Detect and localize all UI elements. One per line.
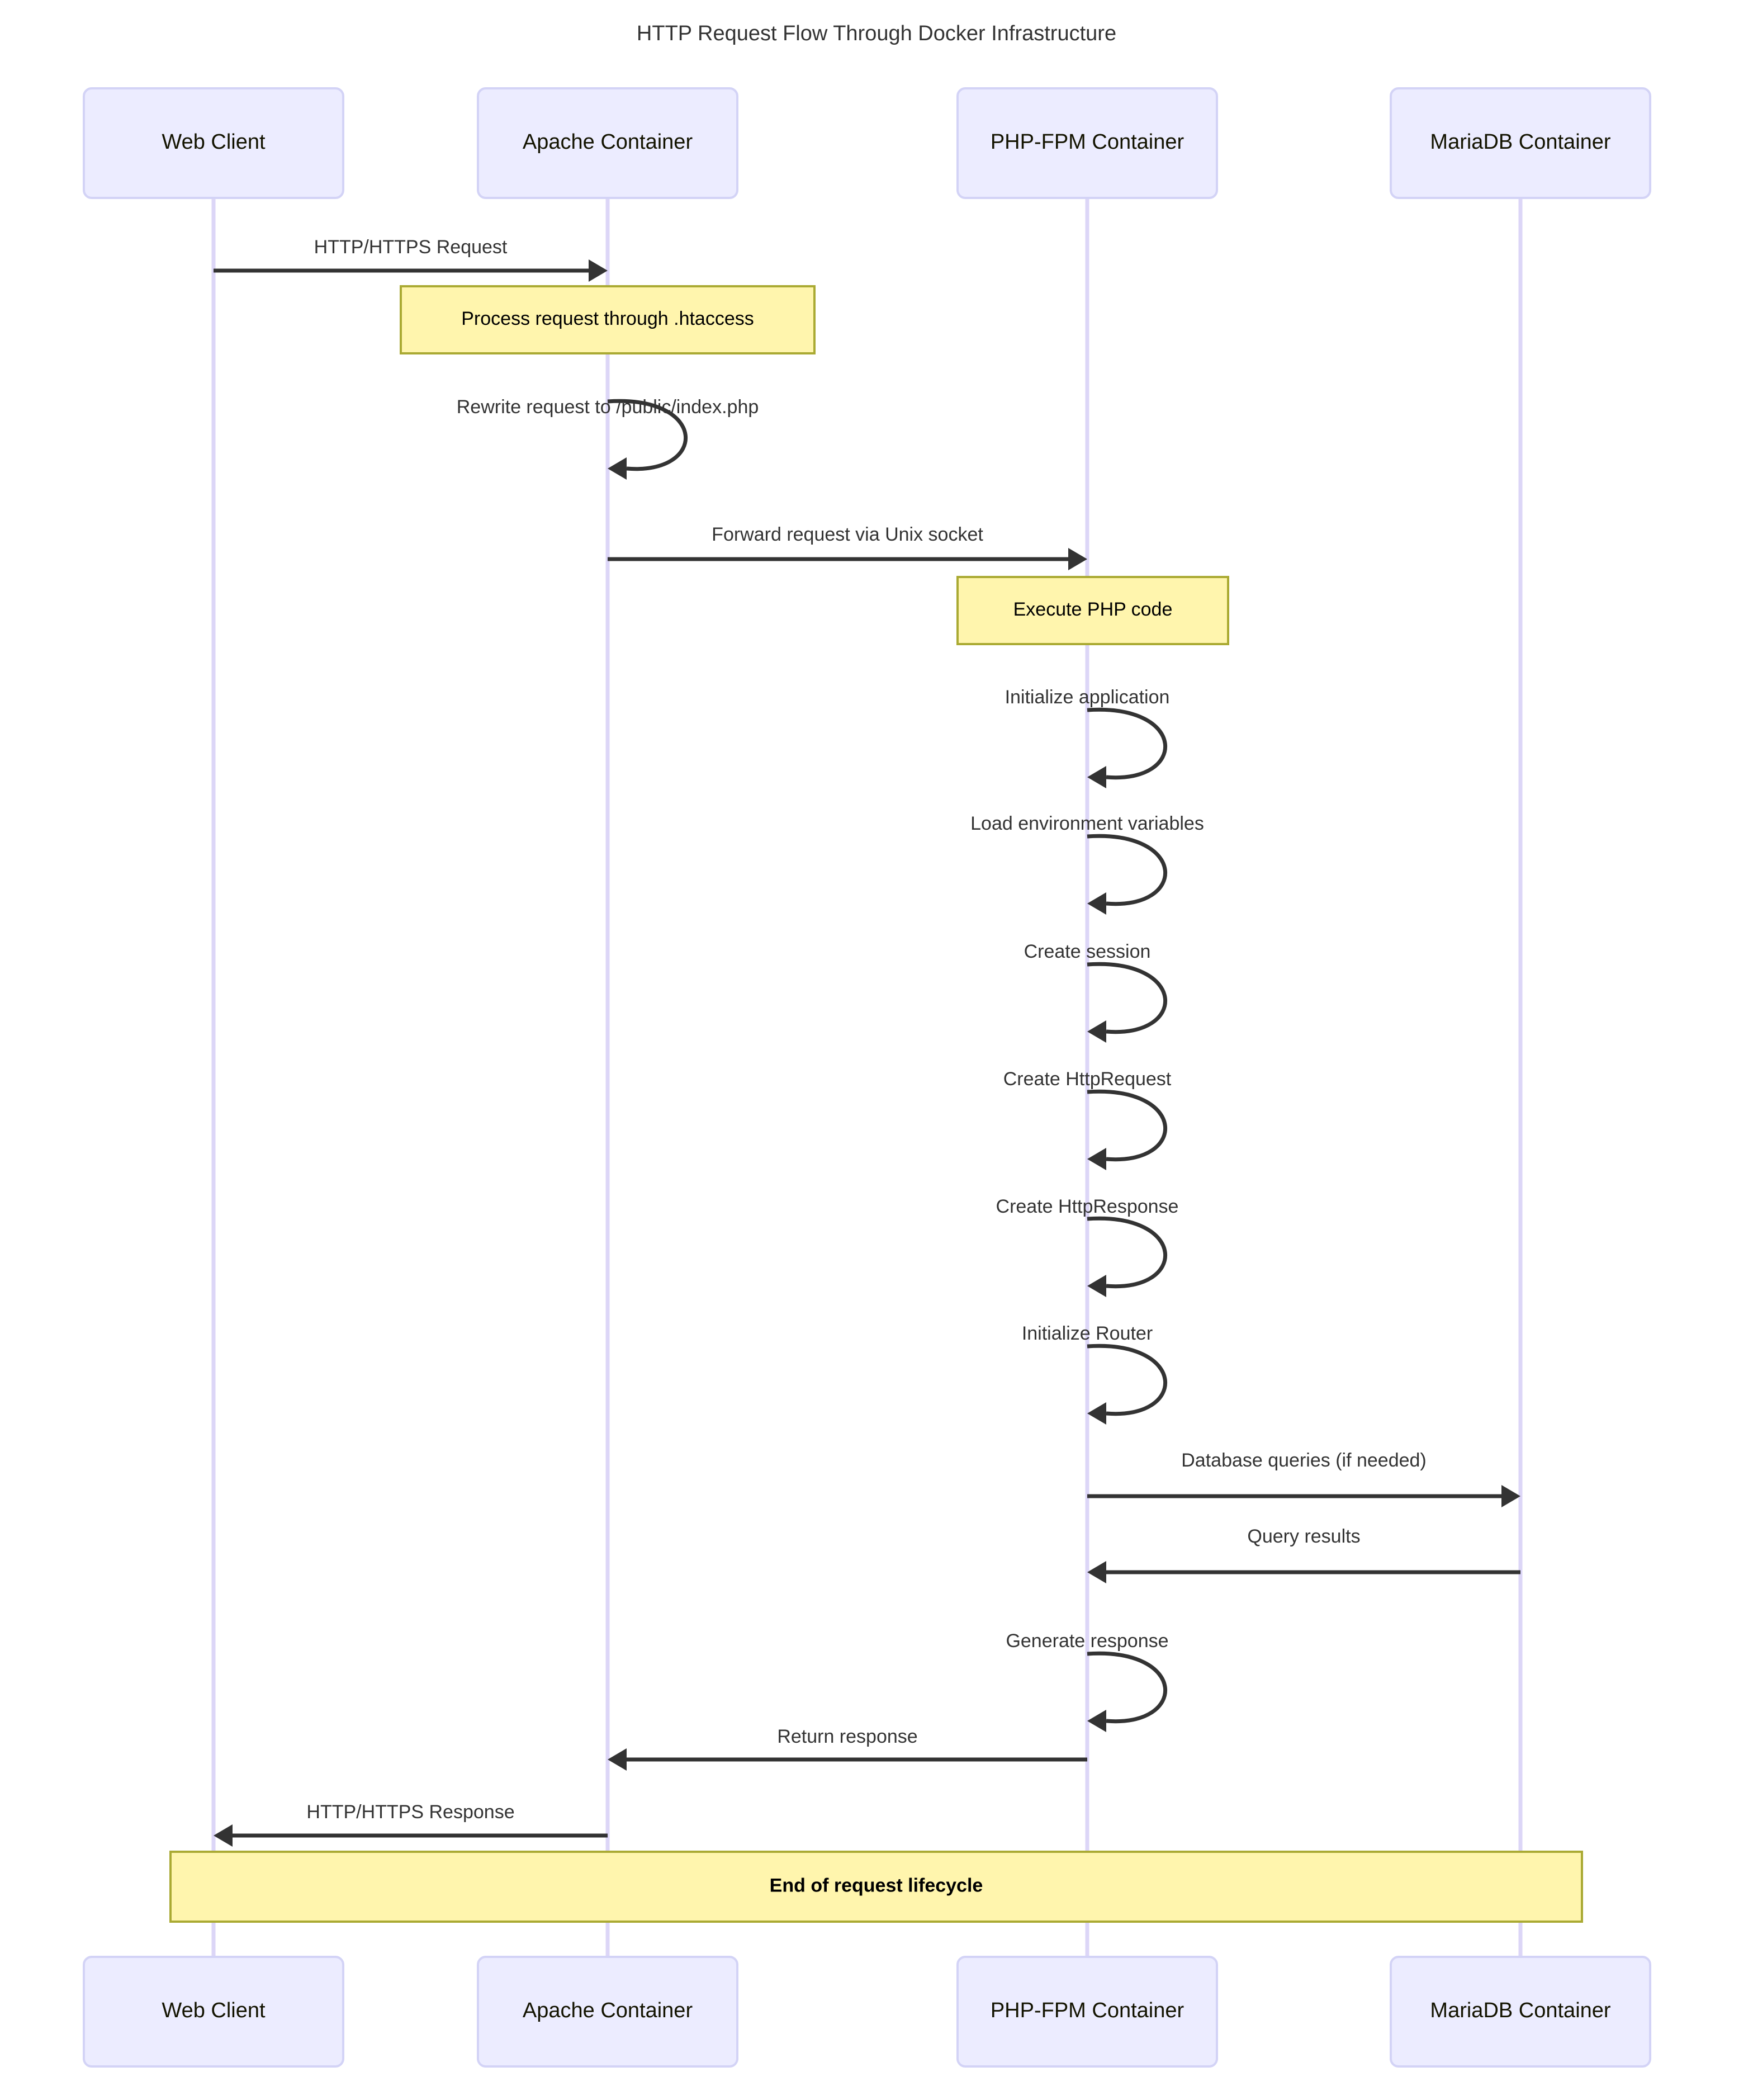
message-label: Forward request via Unix socket xyxy=(712,524,983,545)
self-loop-arrowhead xyxy=(1087,1275,1106,1297)
self-loop-arrowhead xyxy=(1087,1402,1106,1425)
note-box xyxy=(956,576,1229,645)
participant-label: Web Client xyxy=(162,130,266,154)
message-arrowhead xyxy=(214,1824,233,1847)
lifelines-layer xyxy=(211,198,1523,1957)
participant-label: MariaDB Container xyxy=(1430,1999,1610,2022)
self-message-label: Initialize Router xyxy=(1022,1323,1153,1344)
self-message-php: Create HttpRequest xyxy=(1003,1068,1172,1170)
participant-box[interactable] xyxy=(1390,87,1651,199)
participant-label: Apache Container xyxy=(523,130,693,154)
participant-label: Web Client xyxy=(162,1999,266,2022)
self-loop-arrowhead xyxy=(1087,1020,1106,1043)
message-label: HTTP/HTTPS Request xyxy=(314,237,508,258)
self-loop-path xyxy=(1087,1089,1167,1162)
message-arrowhead xyxy=(608,1748,627,1771)
self-message-php: Initialize application xyxy=(1005,687,1170,788)
self-loop-path xyxy=(1087,1651,1167,1724)
participant-box[interactable] xyxy=(83,87,344,199)
self-message-php: Initialize Router xyxy=(1022,1323,1167,1425)
message-label: Return response xyxy=(777,1726,917,1747)
self-loop-path xyxy=(1087,1216,1167,1289)
participant-bottom-client[interactable]: Web Client xyxy=(83,1956,344,2068)
self-message-php: Load environment variables xyxy=(970,813,1204,915)
note-all: End of request lifecycle xyxy=(169,1851,1583,1923)
self-message-label: Create HttpRequest xyxy=(1003,1068,1172,1090)
participant-top-mariadb[interactable]: MariaDB Container xyxy=(1390,87,1651,199)
self-message-label: Create session xyxy=(1024,941,1151,962)
message-label: Database queries (if needed) xyxy=(1181,1450,1427,1471)
message-arrowhead xyxy=(1068,548,1087,570)
self-message-apache: Rewrite request to /public/index.php xyxy=(457,396,759,480)
self-loop-arrowhead xyxy=(1087,1148,1106,1170)
message-client-to-apache: HTTP/HTTPS Request xyxy=(214,237,608,282)
participant-label: Apache Container xyxy=(523,1999,693,2022)
self-message-php: Create session xyxy=(1024,941,1167,1043)
participants-bottom-layer: Web Client Apache Container PHP-FPM Contai… xyxy=(83,1956,1651,2068)
message-arrowhead xyxy=(1087,1561,1106,1583)
participant-top-apache[interactable]: Apache Container xyxy=(477,87,738,199)
page-title: HTTP Request Flow Through Docker Infrast… xyxy=(637,22,1116,45)
self-message-label: Generate response xyxy=(1006,1630,1168,1652)
participant-bottom-mariadb[interactable]: MariaDB Container xyxy=(1390,1956,1651,2068)
message-arrowhead xyxy=(589,259,608,282)
self-message-label: Create HttpResponse xyxy=(996,1196,1179,1217)
participant-box[interactable] xyxy=(1390,1956,1651,2068)
self-loop-arrowhead xyxy=(1087,766,1106,788)
participant-top-php[interactable]: PHP-FPM Container xyxy=(956,87,1218,199)
message-mariadb-to-php: Query results xyxy=(1087,1526,1520,1583)
note-box xyxy=(169,1851,1583,1923)
self-loop-path xyxy=(1087,707,1167,780)
self-loop-path xyxy=(1087,1344,1167,1416)
self-loop-arrowhead xyxy=(1087,892,1106,915)
note-label: Process request through .htaccess xyxy=(461,308,754,329)
message-apache-to-php: Forward request via Unix socket xyxy=(608,524,1087,570)
self-message-php: Create HttpResponse xyxy=(996,1196,1179,1297)
participant-box[interactable] xyxy=(477,87,738,199)
note-label: Execute PHP code xyxy=(1013,599,1173,620)
participants-top-layer: Web Client Apache Container PHP-FPM Contai… xyxy=(83,87,1651,199)
self-loop-path xyxy=(1087,962,1167,1034)
self-message-label: Initialize application xyxy=(1005,687,1170,708)
note-apache: Process request through .htaccess xyxy=(400,285,816,354)
participant-top-client[interactable]: Web Client xyxy=(83,87,344,199)
message-label: Query results xyxy=(1247,1526,1360,1547)
self-loop-arrowhead xyxy=(1087,1710,1106,1732)
self-loop-arrowhead xyxy=(608,457,627,480)
message-php-to-apache: Return response xyxy=(608,1726,1087,1771)
self-loop-path xyxy=(1087,834,1167,906)
self-loop-path xyxy=(607,399,688,471)
message-label: HTTP/HTTPS Response xyxy=(306,1801,514,1823)
participant-label: PHP-FPM Container xyxy=(991,1999,1185,2022)
participant-box[interactable] xyxy=(83,1956,344,2068)
participant-box[interactable] xyxy=(477,1956,738,2068)
message-apache-to-client: HTTP/HTTPS Response xyxy=(214,1801,608,1847)
self-message-php: Generate response xyxy=(1006,1630,1169,1732)
note-box xyxy=(400,285,816,354)
participant-bottom-php[interactable]: PHP-FPM Container xyxy=(956,1956,1218,2068)
note-label: End of request lifecycle xyxy=(770,1875,983,1896)
participant-label: MariaDB Container xyxy=(1430,130,1610,154)
message-php-to-mariadb: Database queries (if needed) xyxy=(1087,1450,1520,1507)
self-message-label: Load environment variables xyxy=(970,813,1204,834)
participant-label: PHP-FPM Container xyxy=(991,130,1185,154)
note-php: Execute PHP code xyxy=(956,576,1229,645)
participant-box[interactable] xyxy=(956,1956,1218,2068)
self-message-label: Rewrite request to /public/index.php xyxy=(457,396,759,418)
participant-box[interactable] xyxy=(956,87,1218,199)
participant-bottom-apache[interactable]: Apache Container xyxy=(477,1956,738,2068)
message-arrowhead xyxy=(1501,1485,1520,1507)
